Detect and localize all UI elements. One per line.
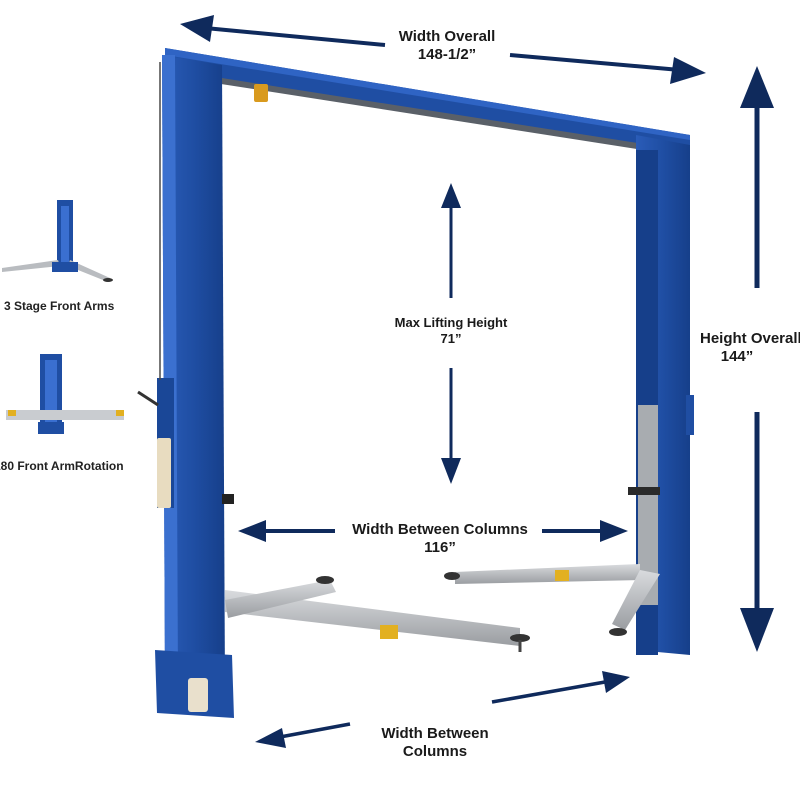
arm-warning-label — [380, 625, 398, 639]
height-overall-title: Height Overall — [700, 330, 800, 347]
height-overall-value: 144” — [720, 348, 754, 365]
bottom-arrow-right — [491, 680, 606, 704]
width-between-columns-value: 116” — [424, 539, 456, 556]
beam-light — [254, 84, 268, 102]
right-lift-arms — [444, 564, 660, 636]
release-handle — [137, 390, 159, 407]
max-lifting-height-label: Max Lifting Height 71” — [381, 315, 521, 346]
right-column — [628, 135, 694, 655]
bottom-arrow-left — [279, 722, 351, 739]
width-overall-value: 148-1/2” — [417, 46, 477, 63]
width-overall-arrow-left — [204, 26, 386, 47]
width-overall-arrow-right — [509, 53, 681, 72]
width-overall-title: Width Overall — [398, 28, 496, 45]
left-lift-arms — [225, 576, 530, 652]
bottom-label-line2: Columns — [402, 743, 468, 760]
dimension-arrows — [180, 15, 774, 748]
max-lifting-height-value: 71” — [440, 330, 462, 346]
left-foot-pad — [188, 678, 208, 712]
width-overall-label: Width Overall 148-1/2” — [388, 28, 506, 64]
top-crossbeam — [165, 48, 690, 155]
max-lifting-height-title: Max Lifting Height — [394, 315, 508, 330]
arm-rotation-icon — [6, 354, 124, 434]
width-between-columns-title: Width Between Columns — [352, 521, 528, 538]
bottom-label-line1: Width Between — [381, 725, 489, 742]
three-stage-arm-icon — [2, 200, 113, 282]
feature-label-arm-rotation: 180 Front ArmRotation — [0, 459, 124, 473]
feature-label-three-stage-arms: 3 Stage Front Arms — [4, 299, 115, 313]
left-column — [137, 55, 234, 718]
width-between-columns-bottom-label: Width Between Columns — [365, 725, 505, 761]
height-overall-label: Height Overall 144” — [700, 330, 800, 366]
width-between-columns-label: Width Between Columns 116” — [338, 521, 542, 557]
